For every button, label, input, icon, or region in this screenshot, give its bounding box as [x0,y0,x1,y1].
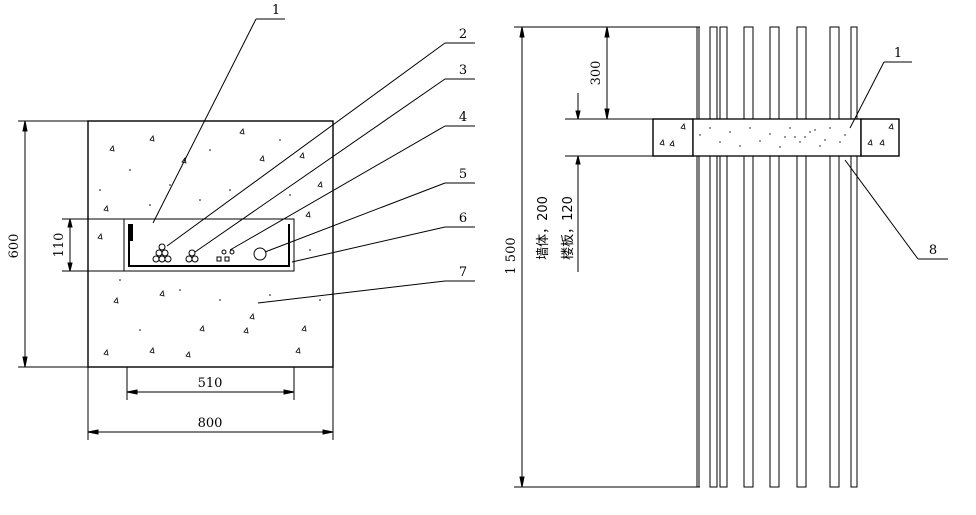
callout-2: 2 [459,27,467,42]
dim-top-lines [565,26,653,120]
callout-1: 1 [272,3,280,18]
channel-end-plate [129,224,133,241]
dim-total-label: 1 500 [504,237,519,274]
wall-block-left [652,118,694,157]
callout-right-8: 8 [929,243,937,258]
dim-channel-width-label: 510 [198,376,223,391]
dim-channel-height-lines [62,218,124,272]
callout-3: 3 [459,63,467,78]
dim-width-lines [87,367,334,440]
leader-lines-right [844,61,948,260]
channel-outer [123,218,295,272]
channel-inner [128,224,290,267]
right-elevation: 1 8 1 500 300 墙体，200 楼板，120 [504,26,948,488]
small-wires [216,249,235,262]
note-slab: 楼板，120 [561,196,576,260]
callout-right-1: 1 [894,46,902,61]
dim-width-label: 800 [198,416,223,431]
dim-top-label: 300 [589,61,604,86]
dim-slab-lines [565,93,653,272]
leader-lines-left [152,18,475,304]
left-cross-section: 1 2 3 4 5 6 7 600 110 [7,3,475,440]
callout-5: 5 [459,167,467,182]
band-hatch-left [659,123,894,147]
dim-channel-width-lines [126,367,295,400]
concrete-hatch [97,128,323,358]
callout-7: 7 [459,265,467,280]
note-wall: 墙体，200 [536,196,551,260]
fire-sealing-band [692,118,862,157]
dim-height-lines [18,120,88,368]
callout-6: 6 [459,211,467,226]
vertical-members [696,26,858,488]
cable-bundle-1 [152,243,172,263]
dim-height-label: 600 [7,234,22,259]
cable-bundle-2 [185,249,199,263]
callout-4: 4 [459,110,467,125]
concrete-block [87,120,334,368]
concrete-dots [99,139,321,331]
large-pipe [253,247,267,261]
wall-block-right [860,118,900,157]
band-dots [699,127,846,148]
dim-channel-height-label: 110 [52,233,67,258]
